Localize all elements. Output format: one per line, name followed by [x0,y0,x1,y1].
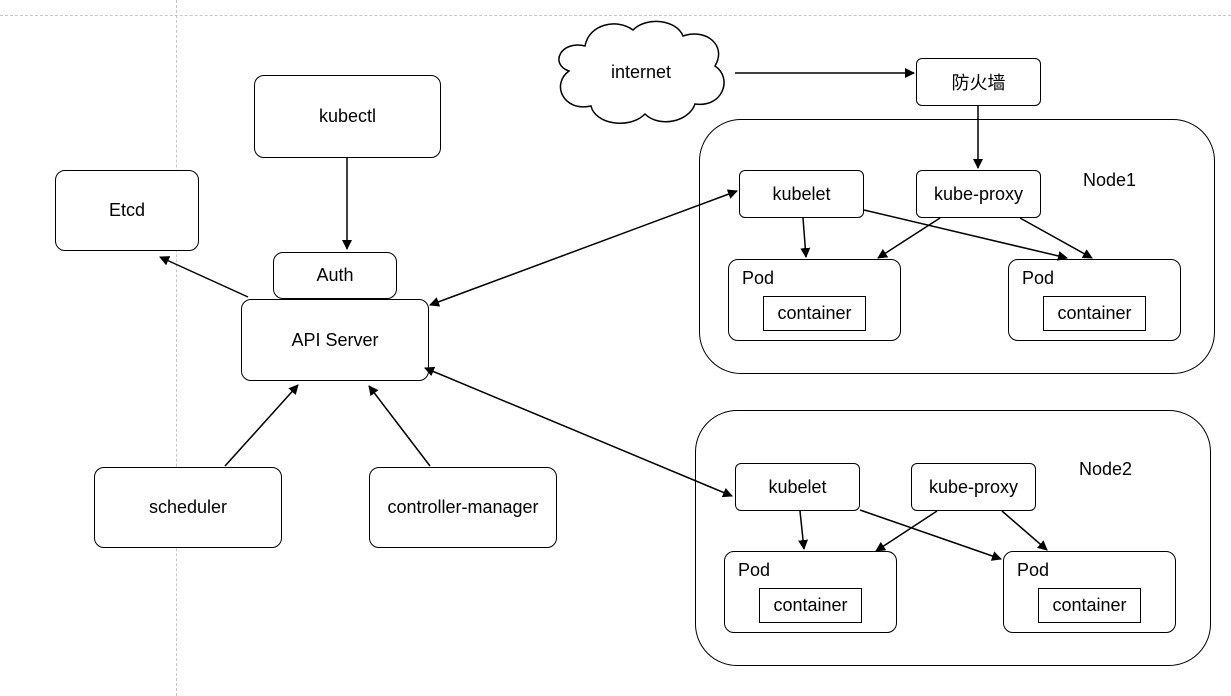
scheduler-box[interactable]: scheduler [94,467,282,548]
node1-kube-proxy-box[interactable]: kube-proxy [916,170,1041,218]
pod-label: Pod [742,268,775,288]
edge-scheduler-api [224,384,299,467]
node1-pod-2[interactable]: Pod container [1008,259,1181,341]
node1-label: Node1 [1083,170,1137,190]
etcd-box[interactable]: Etcd [55,170,199,251]
internet-cloud[interactable] [555,16,731,132]
edge-api-etcd [159,256,249,298]
node2-pod-1[interactable]: Pod container [724,551,897,633]
container-box[interactable]: container [1038,588,1141,623]
node2-kubelet-box[interactable]: kubelet [735,463,860,511]
node2-group[interactable] [695,410,1211,666]
container-box[interactable]: container [1043,296,1146,331]
edge-controller-api [368,385,431,467]
kubectl-box[interactable]: kubectl [254,75,441,158]
node2-kube-proxy-box[interactable]: kube-proxy [911,463,1036,511]
pod-label: Pod [1022,268,1055,288]
firewall-box[interactable]: 防火墙 [916,58,1041,106]
node1-kubelet-box[interactable]: kubelet [739,170,864,218]
container-box[interactable]: container [759,588,862,623]
internet-label: internet [610,62,672,82]
pod-label: Pod [1017,560,1050,580]
node2-pod-2[interactable]: Pod container [1003,551,1176,633]
api-server-box[interactable]: API Server [241,299,429,381]
canvas-guide-vertical [176,0,177,696]
container-box[interactable]: container [763,296,866,331]
node1-pod-1[interactable]: Pod container [728,259,901,341]
edge-api-node1-kubelet [429,189,738,307]
auth-box[interactable]: Auth [273,252,397,299]
canvas-guide-horizontal [0,15,1231,16]
node2-label: Node2 [1079,459,1133,479]
pod-label: Pod [738,560,771,580]
controller-manager-box[interactable]: controller-manager [369,467,557,548]
